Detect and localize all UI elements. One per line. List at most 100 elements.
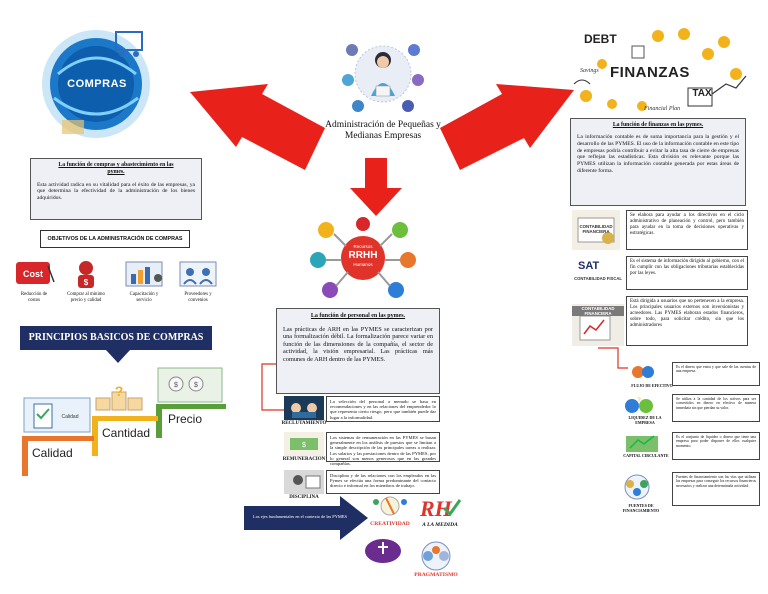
- rrhh-logo-bottom: Humanos: [343, 262, 383, 267]
- principios-down-arrow: [106, 350, 130, 364]
- eje-creatividad: CREATIVIDAD: [366, 492, 414, 532]
- objetivo-item: Proveedores y convenios: [172, 258, 224, 314]
- eje-label: PRAGMATISMO: [408, 572, 464, 578]
- finanzas-small-text: Es el conjunto de liquidez o dinero que …: [672, 432, 760, 460]
- svg-text:$: $: [174, 382, 178, 389]
- finanzas-small-flujo: FLUJO DE EFECTIVO Es el dinero que entra…: [628, 362, 760, 390]
- objetivo-label-line2: servicio: [118, 298, 170, 304]
- word-debt: DEBT: [584, 32, 617, 46]
- finanzas-item-text: Está dirigida a usuarios que no pertenec…: [626, 296, 748, 346]
- finanzas-small-text: Se utiliza a la cantidad de los activos …: [672, 394, 760, 422]
- cost-down-icon: Cost: [10, 258, 58, 290]
- rrhh-item-remuneracion: $ REMUNERACION Los sistemas de remunerac…: [284, 432, 444, 468]
- ejes-arrow-text: Los ejes fundamentales en el contexto de…: [250, 514, 350, 519]
- finanzas-small-text: Fuentes de financiamiento son las vías q…: [672, 472, 760, 506]
- boxes-question-icon: ?: [92, 384, 158, 414]
- finanzas-item-img-text: CONTABILIDAD FINANCIERA: [574, 224, 618, 234]
- rrhh-logo-top: Recursos: [343, 244, 383, 249]
- center-title-line2: Medianas Empresas: [320, 131, 446, 142]
- objetivo-label: Reducción de costos: [10, 292, 58, 303]
- finanzas-box-title: La función de finanzas en las pymes.: [577, 122, 739, 128]
- rrhh-item-text: Disciplina y de las relaciones con los e…: [326, 470, 440, 494]
- objetivo-label-line2: precio y calidad: [60, 298, 112, 304]
- objetivo-item: $ Comprar al mínimo precio y calidad: [60, 258, 112, 314]
- eje-a-la-medida: RH A LA MEDIDA: [416, 496, 464, 540]
- finanzas-small-liquidez: ? LIQUIDEZ DE LA EMPRESA Se utiliza a la…: [622, 394, 760, 428]
- rrhh-info-box: La función de personal en las pymes. Las…: [276, 308, 440, 394]
- dollar-person-icon: $: [60, 258, 112, 290]
- arrow-to-rrhh: [350, 158, 402, 216]
- finanzas-item-text: Se elabora para ayudar a los directivos …: [626, 210, 748, 250]
- training-icon: [118, 258, 170, 290]
- rrhh-box-title: La función de personal en las pymes.: [283, 313, 433, 319]
- principio-cantidad: ? Cantidad: [92, 384, 158, 456]
- principio-label: Cantidad: [102, 426, 150, 440]
- rrhh-item-caption: REMUNERACION: [280, 457, 328, 462]
- principio-label: Calidad: [32, 446, 73, 460]
- purple-badge: [364, 538, 402, 564]
- word-savings: Savings: [580, 68, 599, 74]
- finanzas-small-caption: FUENTES DE FINANCIAMIENTO: [612, 504, 670, 513]
- rrhh-logo: Recursos RRHH Humanos: [308, 216, 418, 300]
- center-title: Administración de Pequeñas y Medianas Em…: [320, 120, 446, 142]
- discipline-icon: [284, 470, 324, 494]
- word-financial-plan: Financial Plan: [644, 106, 680, 112]
- svg-text:$: $: [302, 442, 306, 449]
- financing-sources-icon: [612, 472, 662, 502]
- finanzas-info-box: La función de finanzas en las pymes. La …: [570, 118, 746, 206]
- capital-icon: [622, 432, 662, 454]
- objetivo-label-line1: Comprar al mínimo: [60, 292, 112, 298]
- compras-info-box: La función de compras y abastecimiento e…: [30, 158, 202, 220]
- financial-docs-icon: [572, 296, 624, 346]
- businesswoman-icon: [338, 34, 428, 116]
- svg-text:?: ?: [115, 384, 124, 399]
- objetivo-item: Capacitación y servicio: [118, 258, 170, 314]
- objetivo-label-line2: convenios: [172, 298, 224, 304]
- finanzas-item-contabilidad-financiera-2: CONTABILIDAD FINANCIERA Está dirigida a …: [572, 296, 752, 352]
- center-hub: Administración de Pequeñas y Medianas Em…: [320, 32, 446, 152]
- compras-box-text: Esta actividad radica en su vitalidad pa…: [37, 182, 195, 202]
- objetivos-title-box: OBJETIVOS DE LA ADMINISTRACIÓN DE COMPRA…: [40, 230, 190, 248]
- finanzas-small-caption: LIQUIDEZ DE LA EMPRESA: [620, 416, 670, 425]
- objetivo-label: Proveedores y convenios: [172, 292, 224, 303]
- arrow-to-finanzas: [440, 84, 574, 170]
- svg-text:Calidad: Calidad: [62, 414, 79, 420]
- finanzas-item-img-text: CONTABILIDAD FINANCIERA: [572, 306, 624, 316]
- finanzas-item-contabilidad-fiscal: SAT CONTABILIDAD FISCAL Es el sistema de…: [572, 256, 752, 296]
- rrhh-item-caption: RECLUTAMIENTO: [280, 421, 328, 426]
- recruitment-icon: [284, 396, 324, 420]
- creativity-icon: [366, 492, 414, 522]
- finanzas-item-contabilidad-financiera: CONTABILIDAD FINANCIERA Se elabora para …: [572, 210, 752, 254]
- finanzas-box-text: La información contable es de suma impor…: [577, 134, 739, 175]
- objetivo-label: Comprar al mínimo precio y calidad: [60, 292, 112, 303]
- principio-calidad: Calidad Calidad: [22, 396, 94, 476]
- objetivo-label: Capacitación y servicio: [118, 292, 170, 303]
- compras-box-title: La función de compras y abastecimiento e…: [37, 162, 195, 176]
- eje-label: CREATIVIDAD: [362, 521, 418, 527]
- eje-label: A LA MEDIDA: [416, 522, 464, 528]
- compras-logo-text: COMPRAS: [62, 78, 132, 90]
- finanzas-small-caption: CAPITAL CIRCULANTE: [622, 454, 670, 459]
- compras-logo: COMPRAS: [38, 22, 160, 144]
- rrhh-item-reclutamiento: RECLUTAMIENTO La selección del personal …: [284, 396, 444, 430]
- rrhh-item-text: La selección del personal a menudo se ba…: [326, 396, 440, 422]
- principio-label: Precio: [168, 412, 202, 426]
- finanzas-small-capital: CAPITAL CIRCULANTE Es el conjunto de liq…: [622, 432, 760, 468]
- finanzas-small-fuentes: FUENTES DE FINANCIAMIENTO Fuentes de fin…: [612, 472, 760, 518]
- cash-flow-icon: [628, 362, 658, 382]
- scale-icon: $$: [156, 366, 226, 404]
- rrhh-item-text: Los sistemas de remuneración en las PYME…: [326, 432, 440, 462]
- liquidity-icon: ?: [622, 394, 656, 416]
- principios-title: PRINCIPIOS BASICOS DE COMPRAS: [20, 326, 212, 350]
- principios-banner: PRINCIPIOS BASICOS DE COMPRAS: [20, 326, 212, 350]
- svg-text:Cost: Cost: [23, 269, 43, 279]
- suppliers-icon: [172, 258, 224, 290]
- check-icon: [442, 498, 462, 518]
- word-finanzas: FINANZAS: [610, 64, 690, 81]
- objetivos-title: OBJETIVOS DE LA ADMINISTRACIÓN DE COMPRA…: [41, 231, 189, 247]
- objetivo-item: Cost Reducción de costos: [10, 258, 58, 314]
- compras-box-title-line2: pymes.: [37, 169, 195, 176]
- finanzas-item-text: Es el sistema de información dirigido al…: [626, 256, 748, 290]
- eje-pragmatismo: PRAGMATISMO: [408, 540, 464, 582]
- arrow-to-compras: [190, 84, 325, 170]
